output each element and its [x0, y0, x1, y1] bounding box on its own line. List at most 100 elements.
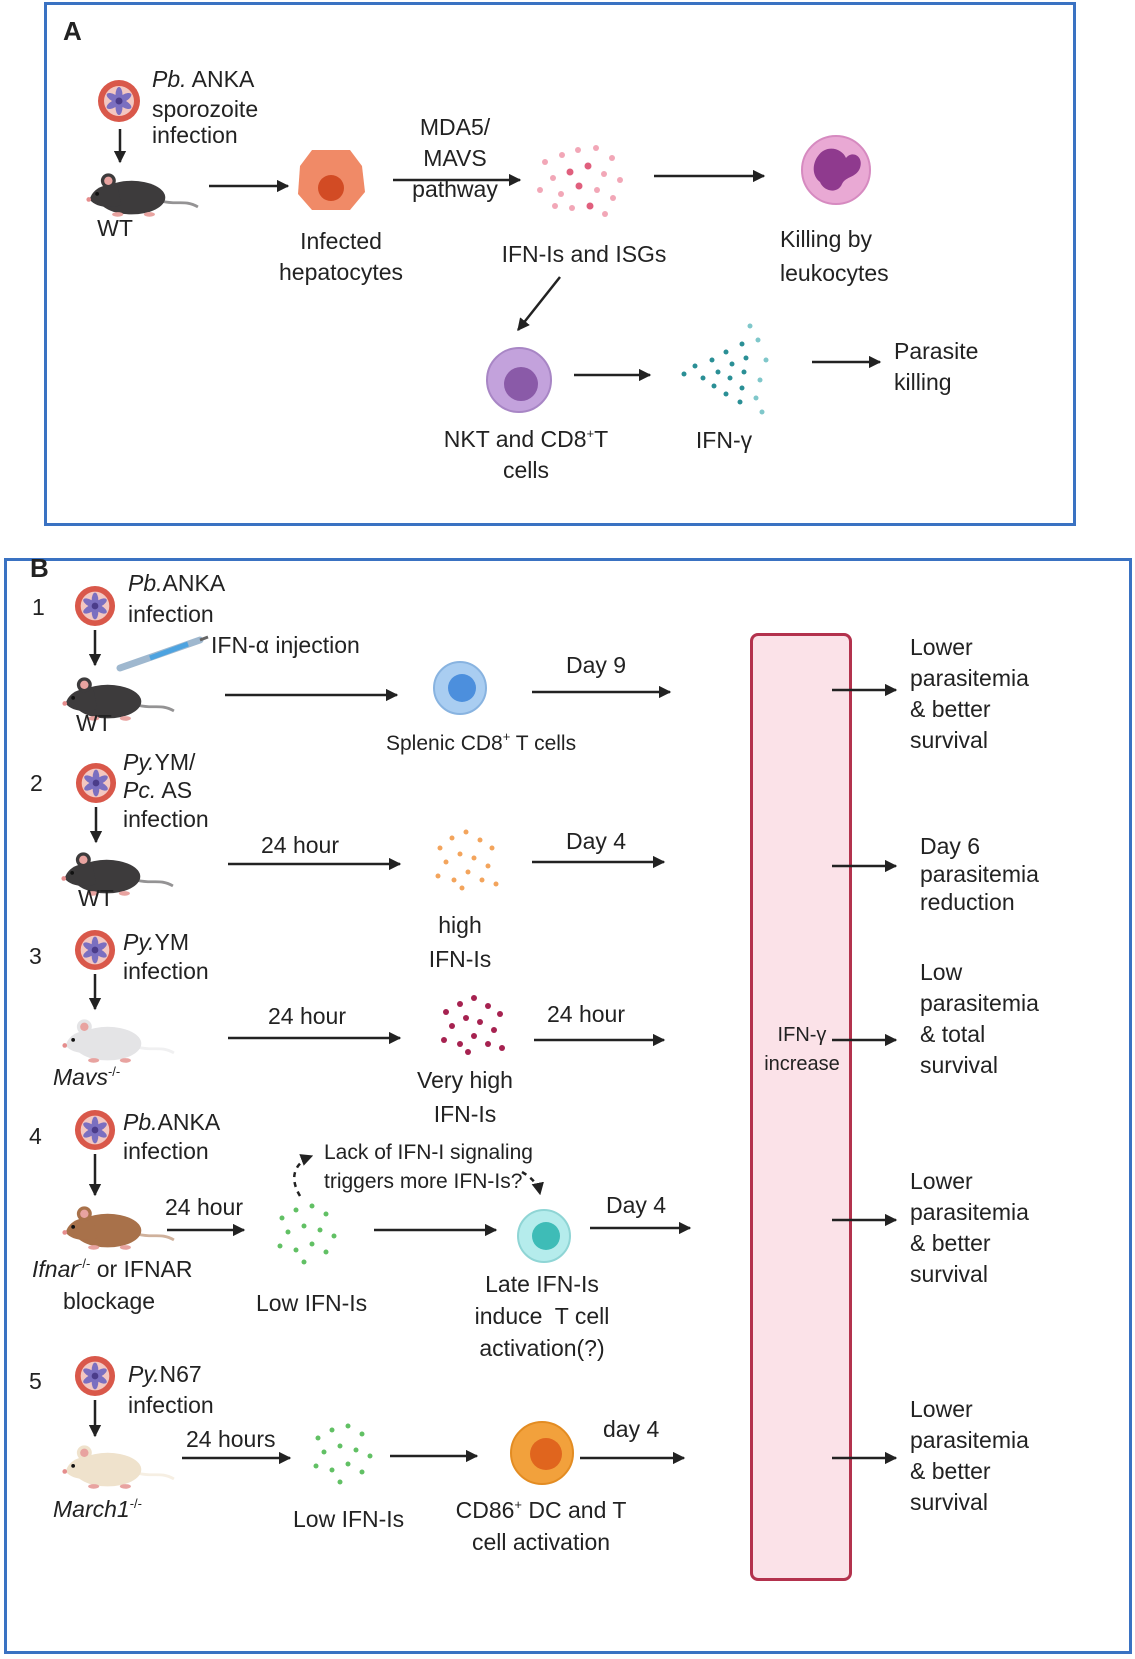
row3-strain: YM [154, 929, 190, 955]
wt-mouse-icon-a [84, 171, 200, 219]
splenic-cd8-sup: + [502, 729, 511, 744]
mavs-sup: -/- [107, 1064, 121, 1079]
row2-infection-word: infection [123, 806, 209, 832]
cd86-dc-icon [510, 1421, 574, 1485]
wt-label-a: WT [97, 215, 133, 241]
row4-ifn-label: Low IFN-Is [256, 1290, 368, 1316]
sporozoite-icon-row1 [74, 585, 116, 627]
row4-note-label: Lack of IFN-I signaling triggers more IF… [324, 1141, 533, 1193]
sporozoite-icon-row2 [75, 762, 117, 804]
panel-a-label: A [63, 16, 82, 46]
row3-outcome: Low parasitemia & total survival [920, 959, 1039, 1078]
ifn-alpha-injection-label: IFN-α injection [211, 632, 360, 658]
row3-time2-label: 24 hour [547, 1001, 626, 1027]
row4-number: 4 [29, 1123, 42, 1149]
row5-number: 5 [29, 1368, 42, 1394]
splenic-cd8-label: Splenic CD8+ T cells [386, 728, 576, 759]
row5-ifn-label: Low IFN-Is [293, 1506, 405, 1532]
low-ifn-is-cloud-icon-row4 [277, 1203, 337, 1265]
row2-strain1: YM/ [154, 749, 196, 775]
mavs-ko-mouse-icon [60, 1017, 176, 1065]
row2-time1-label: 24 hour [261, 832, 340, 858]
nkt-cd8-cell-icon [486, 347, 552, 413]
panel-a-frame [44, 2, 1076, 526]
row5-outcome: Lower parasitemia & better survival [910, 1396, 1029, 1515]
row5-mouse-label: March1-/- [53, 1494, 142, 1525]
nkt-line2: cells [502, 457, 549, 483]
ifnar-sup: -/- [78, 1256, 91, 1271]
sporozoite-icon-row3 [74, 929, 116, 971]
ifn-gamma-label-a: IFN-γ [695, 427, 753, 453]
row4-mouse-line2: blockage [63, 1288, 156, 1314]
row5-infection-word: infection [128, 1392, 214, 1418]
row3-ifn-label: Very high IFN-Is [417, 1067, 513, 1127]
row5-time1-label: 24 hours [186, 1426, 276, 1452]
row1-number: 1 [32, 594, 45, 620]
mda5-mavs-pathway-label: MDA5/ MAVS pathway [412, 114, 498, 202]
killing-by-leukocytes-label: Killing by leukocytes [780, 226, 889, 286]
march1-name: March1 [53, 1496, 130, 1522]
nkt-tail: T [594, 426, 609, 452]
sporozoite-icon-row5 [74, 1355, 116, 1397]
row2-ifn-label: high IFN-Is [428, 912, 492, 972]
row3-infection-word: infection [123, 958, 209, 984]
panel-b-frame [4, 558, 1132, 1654]
row4-infection-word: infection [123, 1138, 209, 1164]
row1-strain: ANKA [162, 570, 226, 596]
ifn-gamma-cloud-icon [681, 323, 769, 415]
row2-number: 2 [30, 770, 43, 796]
nkt-text: NKT and CD8 [443, 426, 587, 452]
ifn-gamma-increase-label: IFN-γ increase [764, 1024, 840, 1075]
ifnar-ko-mouse-icon [60, 1204, 176, 1252]
row4-time2-label: Day 4 [606, 1192, 667, 1218]
infection-line2-a: sporozoite [152, 96, 259, 122]
row2-outcome: Day 6 parasitemia reduction [920, 833, 1039, 915]
ifn-gamma-increase-box [750, 633, 852, 1581]
row1-infection-label: Pb.ANKA [128, 568, 225, 599]
mavs-name: Mavs [53, 1064, 108, 1090]
row4-strain: ANKA [157, 1109, 221, 1135]
row4-species: Pb. [123, 1109, 158, 1135]
row3-species: Py. [123, 929, 155, 955]
low-ifn-is-cloud-icon-row5 [313, 1423, 373, 1485]
row3-time1-label: 24 hour [268, 1003, 347, 1029]
row4-outcome: Lower parasitemia & better survival [910, 1168, 1029, 1287]
splenic-cd8-cell-icon [433, 661, 487, 715]
row3-number: 3 [29, 943, 42, 969]
row1-outcome: Lower parasitemia & better survival [910, 634, 1029, 753]
row2-strain2: AS [161, 777, 193, 803]
splenic-cd8-prefix: Splenic CD8 [386, 732, 503, 755]
high-ifn-is-cloud-icon [435, 829, 499, 891]
dc-line2: cell activation [471, 1529, 611, 1555]
row2-mouse-label: WT [78, 885, 114, 911]
leukocyte-icon [801, 135, 871, 205]
row1-mouse-label: WT [76, 710, 112, 736]
row2-infection-label2: Pc. AS [123, 775, 192, 806]
very-high-ifn-is-cloud-icon [441, 995, 505, 1055]
row5-infection-label: Py.N67 [128, 1359, 202, 1390]
dc-suffix: DC and T [522, 1497, 627, 1523]
sporozoite-icon-row4 [74, 1109, 116, 1151]
row2-infection-label1: Py.YM/ [123, 747, 195, 778]
syringe-icon [116, 635, 209, 672]
row4-time1-label: 24 hour [165, 1194, 244, 1220]
strain-name: ANKA [191, 66, 255, 92]
ifn-is-isgs-label: IFN-Is and ISGs [501, 241, 667, 267]
row5-time2-label: day 4 [603, 1416, 660, 1442]
dc-prefix: CD86 [455, 1497, 515, 1523]
sporozoite-icon-a [98, 80, 140, 122]
row4-late-ifn-label: Late IFN-Is induce T cell activation(?) [474, 1271, 610, 1361]
row3-infection-label: Py.YM [123, 927, 189, 958]
parasite-killing-label: Parasite killing [894, 338, 979, 395]
row4-infection-label: Pb.ANKA [123, 1107, 220, 1138]
row5-strain: N67 [159, 1361, 202, 1387]
activated-t-cell-icon [517, 1209, 571, 1263]
infection-line3-a: infection [152, 122, 238, 148]
row1-species: Pb. [128, 570, 163, 596]
row1-infection-word: infection [128, 601, 214, 627]
splenic-cd8-suffix: T cells [510, 732, 577, 755]
ifn-is-cloud-icon [537, 145, 623, 217]
